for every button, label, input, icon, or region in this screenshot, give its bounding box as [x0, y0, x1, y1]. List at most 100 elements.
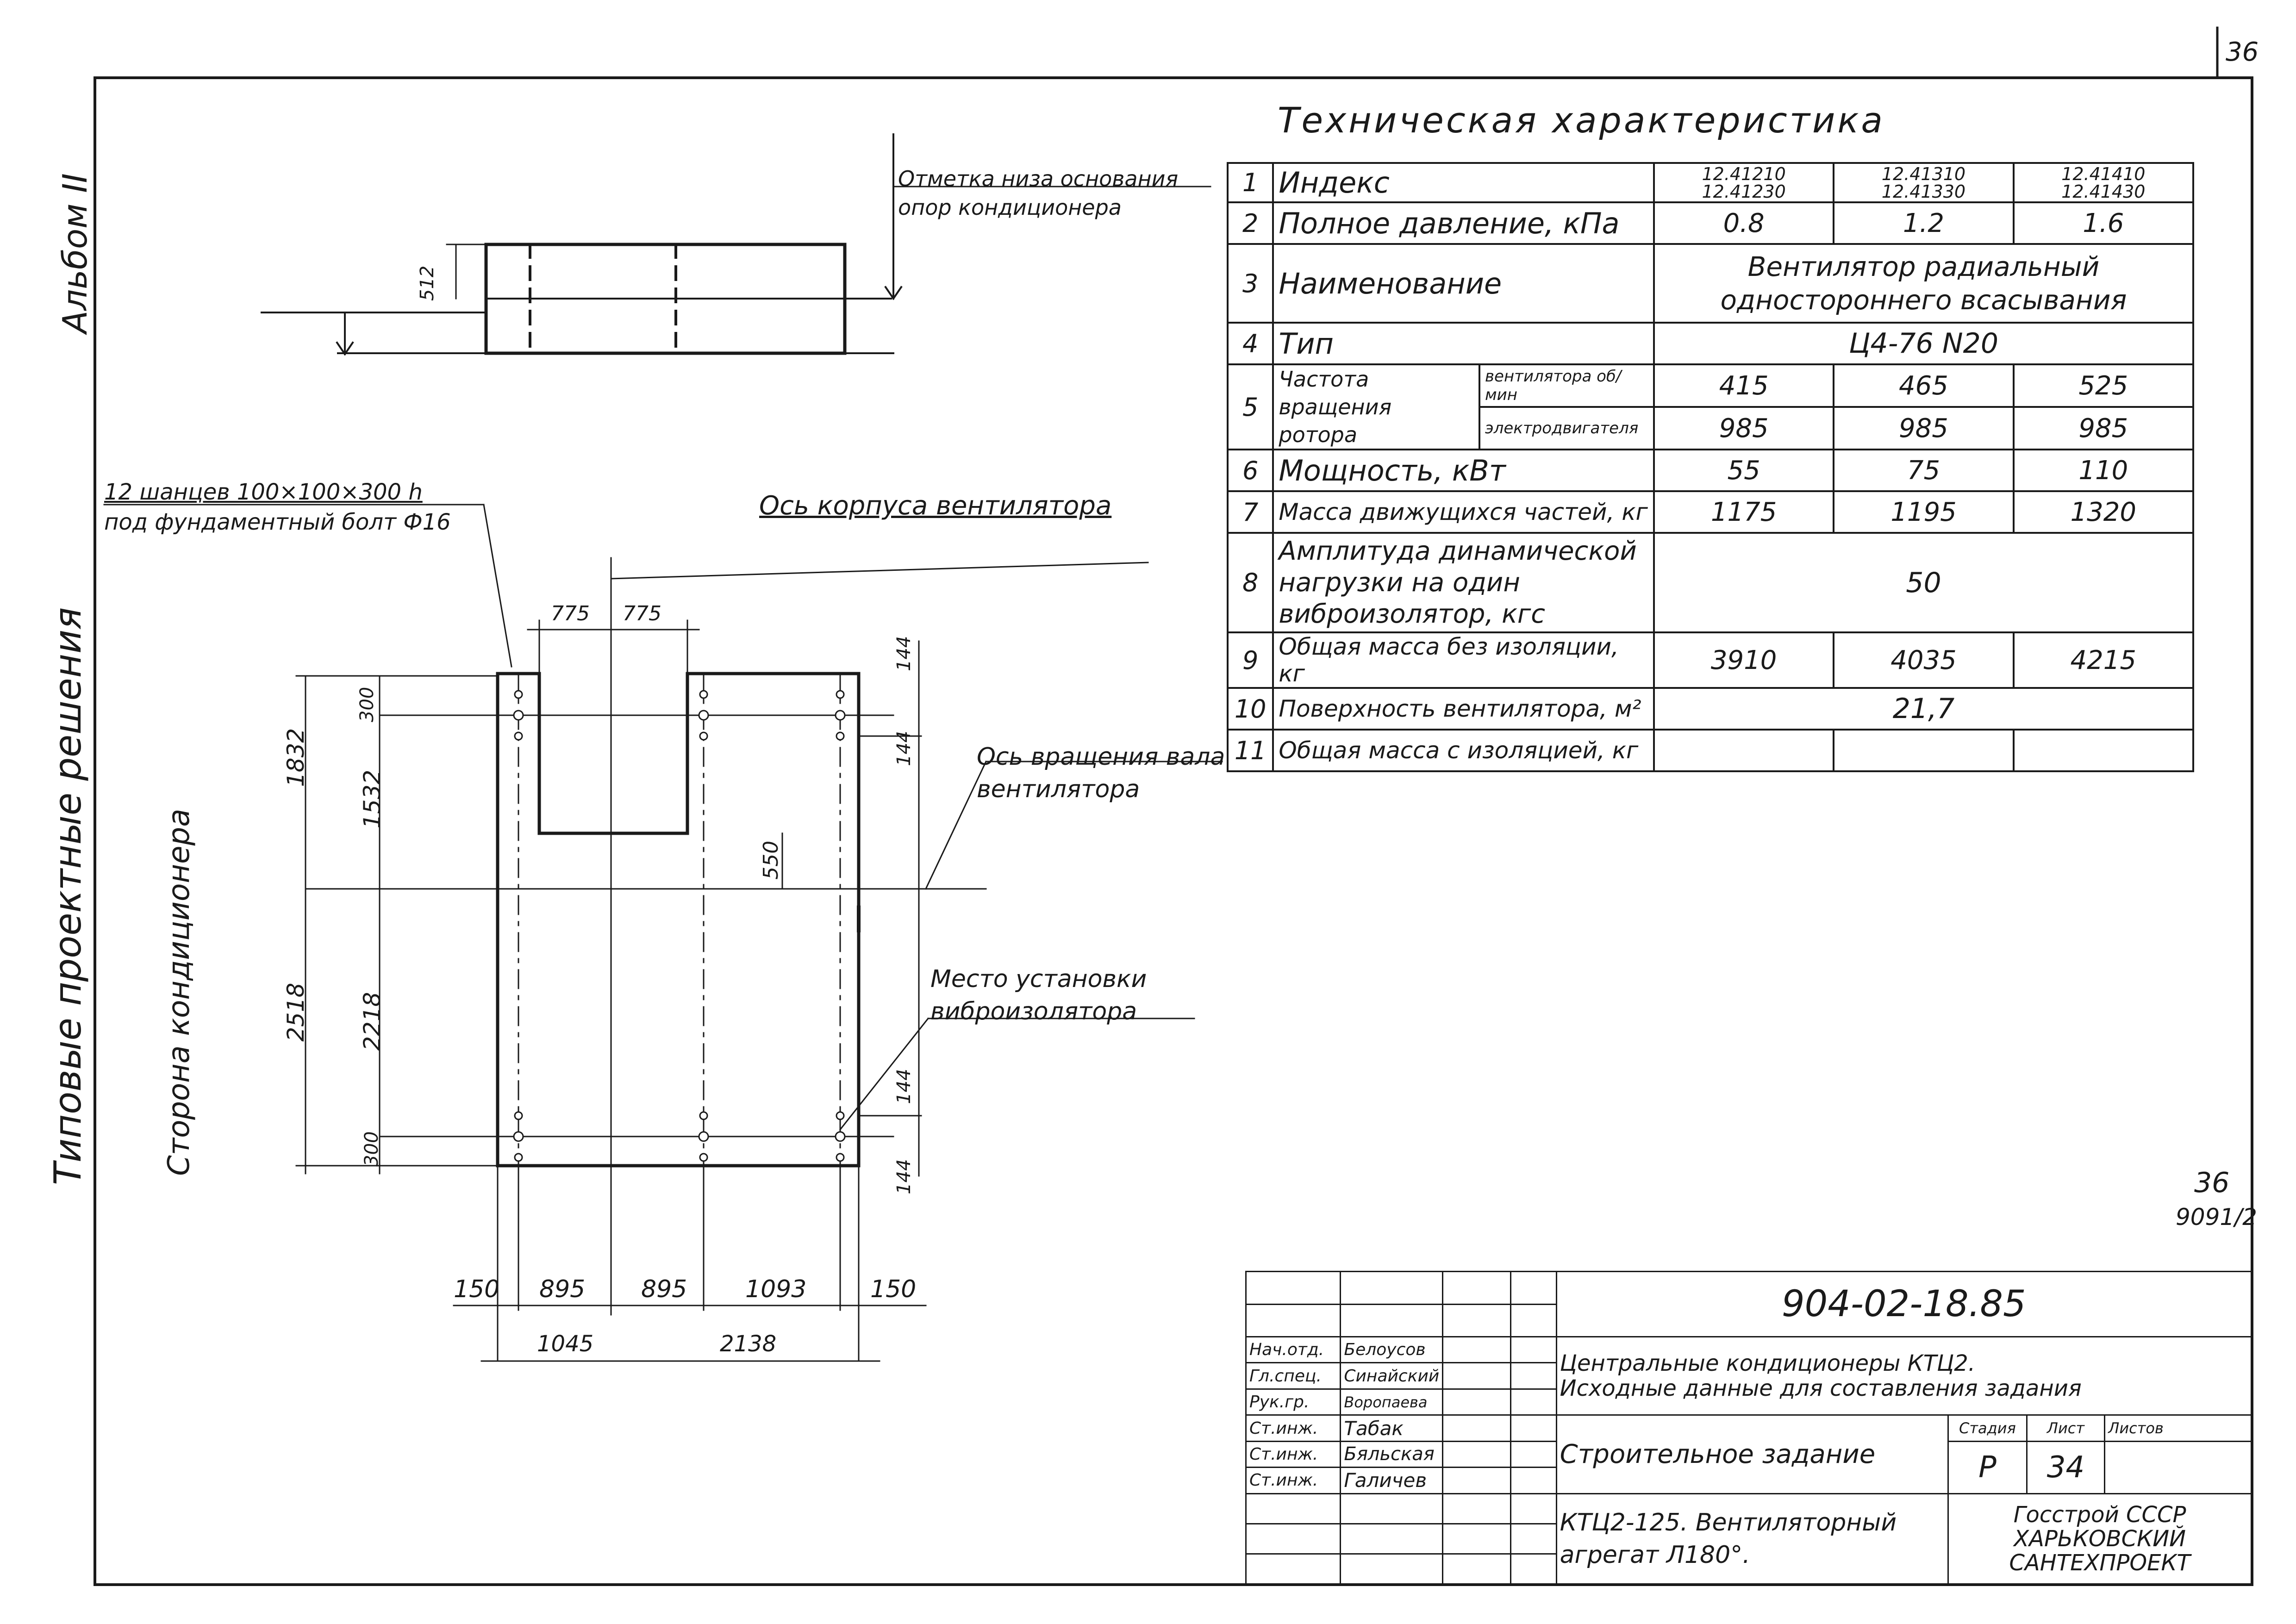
isolator-mark [514, 1111, 523, 1120]
signature-cell [1442, 1440, 1512, 1468]
role-cell: Ст.инж. [1245, 1414, 1341, 1442]
isolator-text: Место установки виброизолятора [930, 965, 1147, 1025]
sheet-frame [94, 76, 2253, 1586]
name-cell: Табак [1340, 1414, 1444, 1442]
bottom-dim-label: 895 [539, 1275, 586, 1303]
blank-cell [1245, 1523, 1341, 1555]
bottom-dim-label: 1093 [745, 1275, 807, 1303]
name-cell: Бяльская [1340, 1440, 1444, 1468]
isolator-mark [836, 1153, 845, 1162]
blank-cell [1245, 1553, 1341, 1585]
spec-value: 75 [1833, 449, 2015, 492]
blank-cell [1510, 1303, 1557, 1338]
stage-value: Р [1947, 1440, 2028, 1494]
spec-row-name: Полное давление, кПа [1272, 201, 1655, 245]
spec-value: 985 [2012, 406, 2195, 450]
spec-row-name: Мощность, кВт [1272, 449, 1655, 492]
spec-value [1653, 729, 1835, 772]
blank-cell [1340, 1493, 1444, 1524]
spec-value: 1320 [2012, 490, 2195, 534]
role-cell: Рук.гр. [1245, 1388, 1341, 1416]
date-cell [1510, 1336, 1557, 1364]
spec-row-name: Амплитуда динамической нагрузки на один … [1272, 532, 1655, 633]
bottom-dim-label: 895 [641, 1275, 687, 1303]
title-block-row [1245, 1523, 2252, 1555]
bottom-ref-code: 9091/2 [2176, 1204, 2257, 1230]
blank-cell [1510, 1493, 1557, 1524]
bolt-note-2: под фундаментный болт Ф16 [104, 509, 451, 535]
sheet-number: 34 [2026, 1440, 2106, 1494]
title-block-row: Ст.инж.Галичев [1245, 1467, 2252, 1494]
top-elevation-label-1: Отметка низа основания опор кондиционера [898, 164, 1213, 222]
date-cell [1510, 1440, 1557, 1468]
dim-300-bottom: 300 [361, 1131, 382, 1167]
date-cell [1510, 1362, 1557, 1390]
bolt-hole [513, 1131, 524, 1142]
dim-144-4: 144 [893, 1159, 915, 1194]
role-cell: Ст.инж. [1245, 1440, 1341, 1468]
corner-number: 36 [2226, 37, 2259, 67]
spec-value: 3910 [1653, 631, 1835, 689]
bolt-markers [513, 690, 846, 1162]
date-cell [1510, 1388, 1557, 1416]
spec-row-name: Тип [1272, 322, 1655, 365]
bottom-dim-label: 1045 [537, 1331, 594, 1357]
spec-row-number: 2 [1226, 201, 1274, 245]
isolator-mark [514, 690, 523, 699]
bottom-dim-label: 150 [454, 1275, 500, 1303]
spec-value: 1175 [1653, 490, 1835, 534]
blank-cell [1442, 1493, 1512, 1524]
role-cell: Нач.отд. [1245, 1336, 1341, 1364]
signature-cell [1442, 1336, 1512, 1364]
dim-550: 550 [759, 841, 783, 880]
dim-512: 512 [417, 265, 438, 301]
spec-value-merged: 50 [1653, 532, 2195, 633]
axis-rotation-text: Ось вращения вала вентилятора [977, 743, 1225, 803]
spec-row-number: 3 [1226, 243, 1274, 324]
dim-1532: 1532 [359, 769, 386, 829]
spec-table-title: Техническая характеристика [1278, 100, 1885, 141]
spec-value-merged: 21,7 [1653, 687, 2195, 731]
spec-value: 985 [1653, 406, 1835, 450]
spec-value-merged: Вентилятор радиальный одностороннего вса… [1653, 243, 2195, 324]
role-cell: Гл.спец. [1245, 1362, 1341, 1390]
blank-cell [1245, 1303, 1341, 1338]
bottom-ref-number: 36 [2194, 1167, 2230, 1199]
spec-value-merged: Ц4-76 N20 [1653, 322, 2195, 365]
spec-value: 525 [2012, 363, 2195, 408]
axis-rotation-label: Ось вращения вала вентилятора [977, 741, 1236, 806]
signature-cell [1442, 1414, 1512, 1442]
dim-144-1: 144 [893, 636, 915, 671]
spec-row-name: Общая масса с изоляцией, кг [1272, 729, 1655, 772]
signature-cell [1442, 1467, 1512, 1494]
spec-sub-label: электродвигателя [1479, 406, 1655, 450]
top-elevation-label: Отметка низа основания опор кондиционера [898, 166, 1179, 220]
task-cell: Строительное задание [1555, 1414, 1949, 1494]
name-cell: Воропаева [1340, 1388, 1444, 1416]
isolator-mark [836, 690, 845, 699]
axis-housing-label: Ось корпуса вентилятора [759, 491, 1112, 521]
spec-value [1833, 729, 2015, 772]
date-cell [1510, 1467, 1557, 1494]
blank-cell [1510, 1553, 1557, 1585]
spec-row-number: 5 [1226, 363, 1274, 450]
dim-144-3: 144 [893, 1068, 915, 1104]
spec-value: 1195 [1833, 490, 2015, 534]
isolator-mark [836, 731, 845, 741]
bolt-hole [513, 710, 524, 721]
blank-cell [1340, 1271, 1444, 1305]
blank-cell [1340, 1523, 1444, 1555]
